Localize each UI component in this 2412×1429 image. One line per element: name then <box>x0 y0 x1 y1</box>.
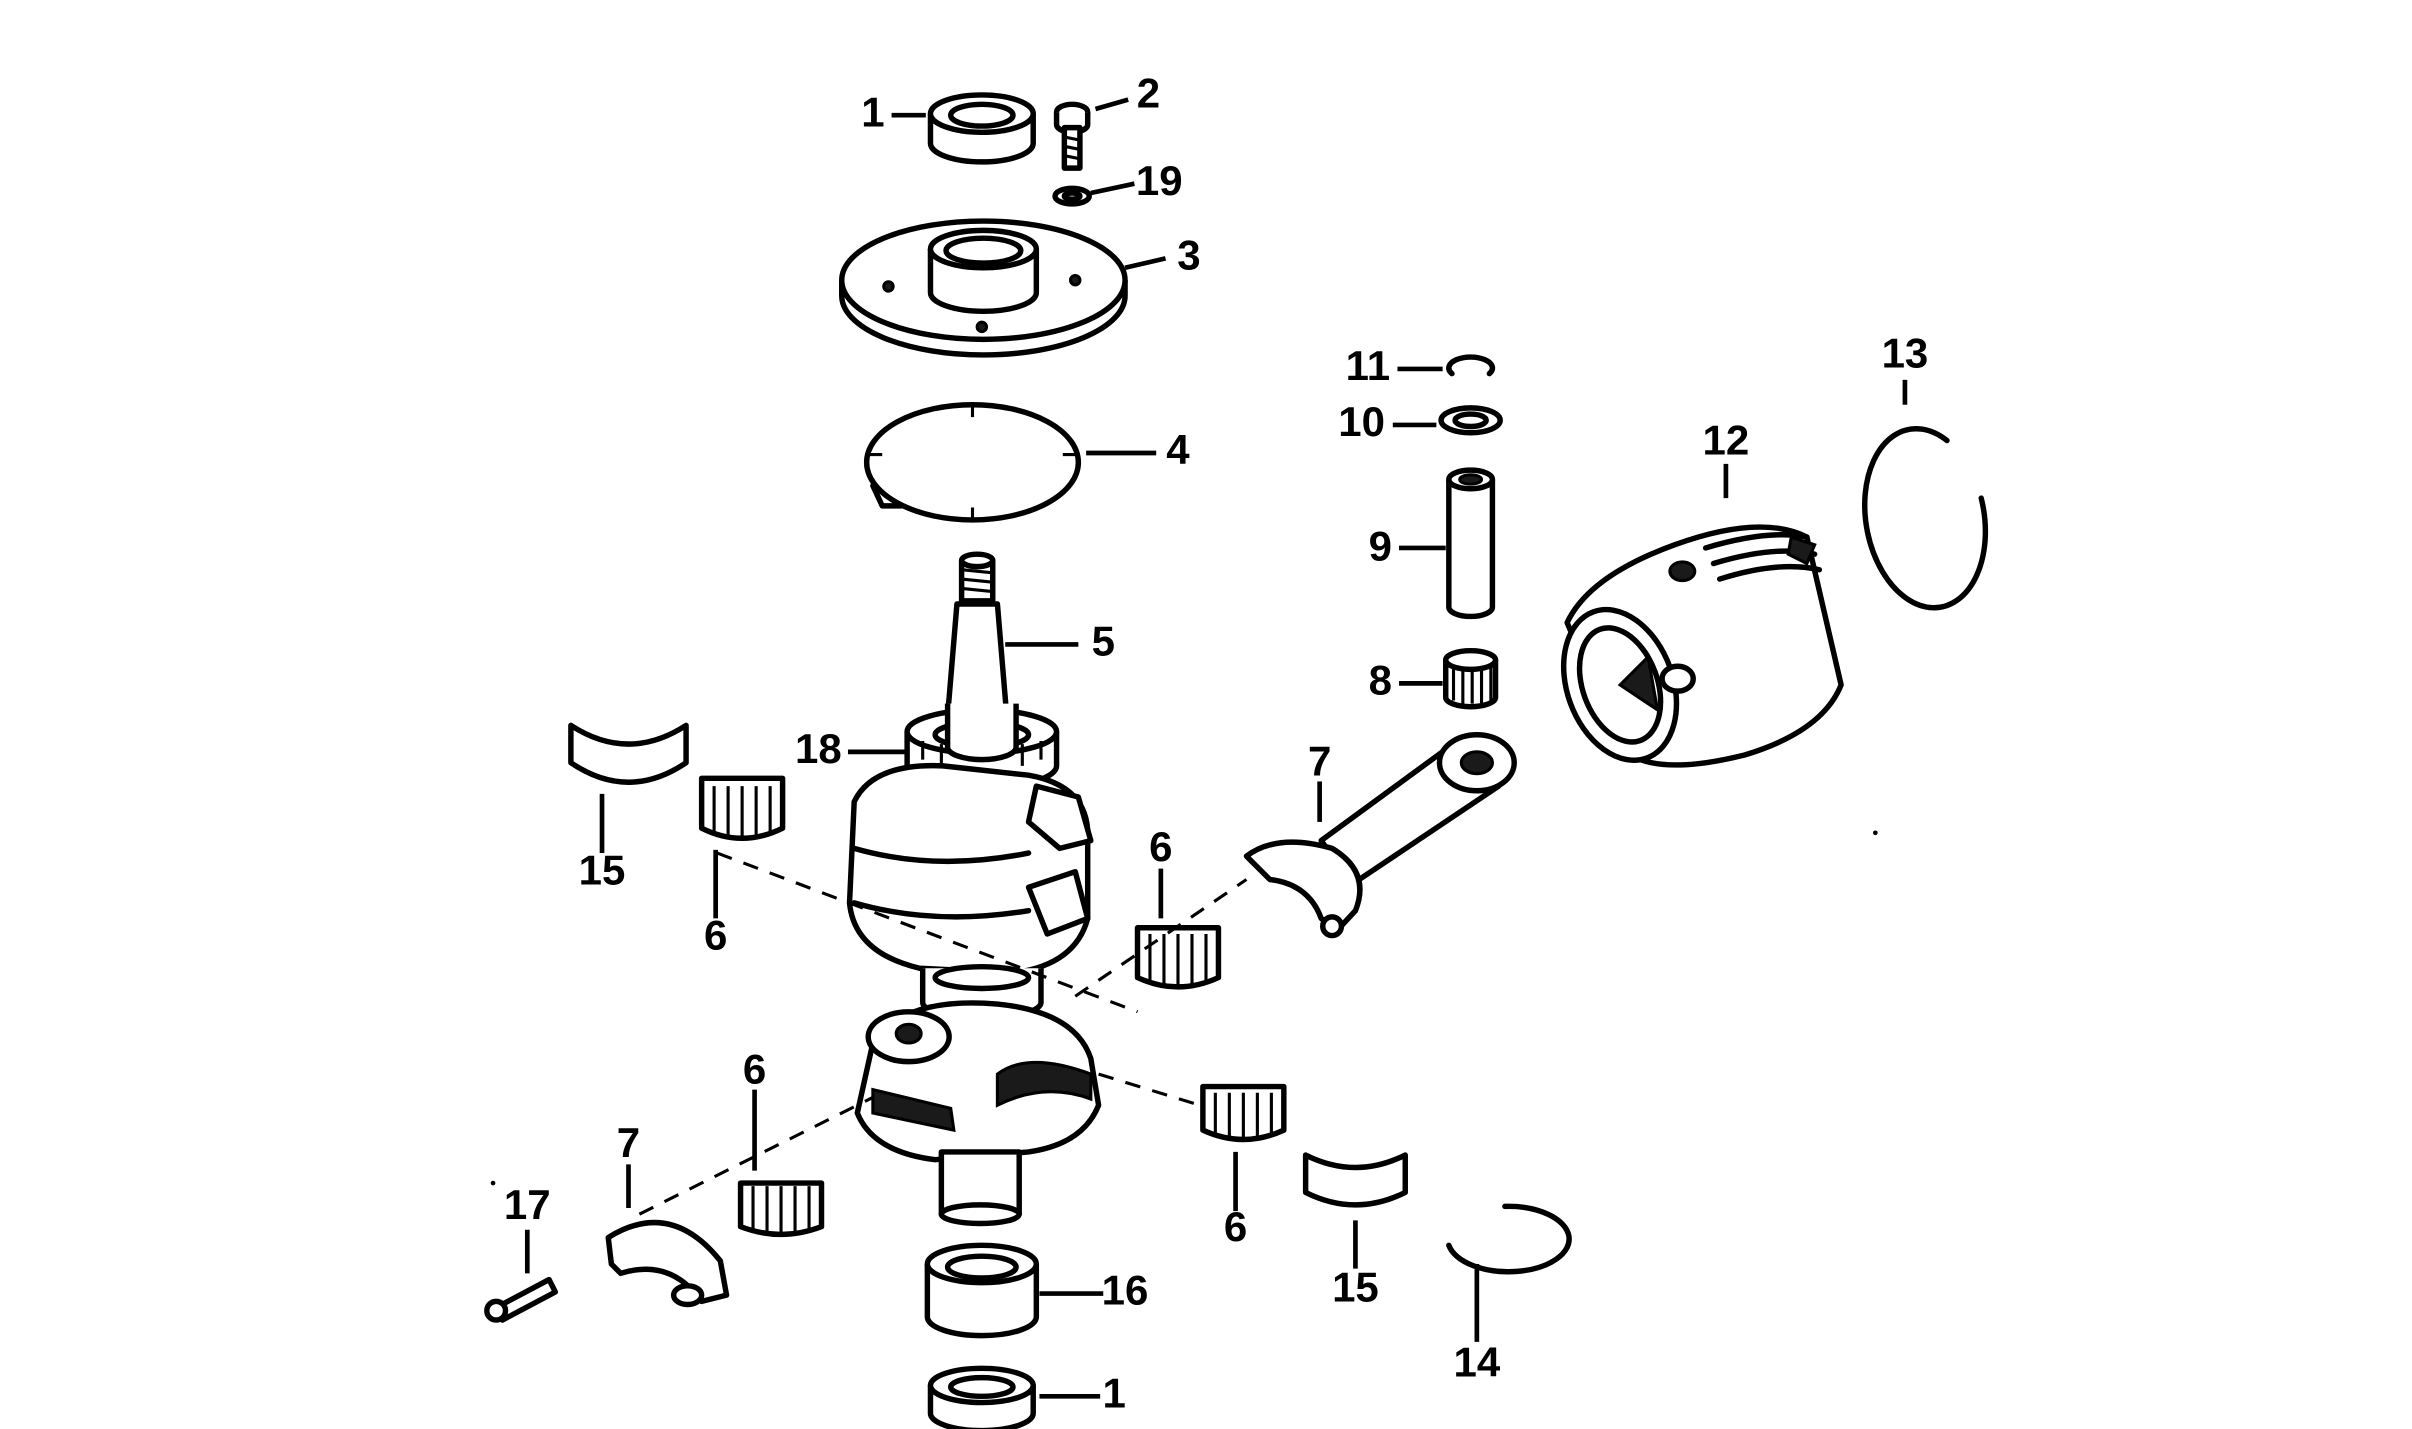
print-speck <box>1873 830 1878 836</box>
seal-top-part <box>927 92 1036 165</box>
alignment-line <box>638 1096 874 1216</box>
callout-label: 9 <box>1369 523 1392 570</box>
screw-part <box>484 1276 559 1323</box>
callout-label: 3 <box>1177 231 1200 278</box>
bearing-cage-part <box>1200 1083 1287 1143</box>
lock-washer-part <box>1052 185 1092 207</box>
callout-label: 15 <box>1332 1264 1379 1311</box>
print-speck <box>490 1180 496 1186</box>
piston-ring-part <box>1862 426 1989 611</box>
callout-label: 2 <box>1137 70 1160 117</box>
main-bearing-part <box>924 1242 1040 1339</box>
callout-label: 15 <box>579 846 626 893</box>
callout-label: 13 <box>1882 330 1929 377</box>
needle-bearing-part <box>1442 647 1499 710</box>
callout-label: 7 <box>617 1119 640 1166</box>
callout-label: 14 <box>1453 1338 1500 1385</box>
snap-ring-part <box>1446 1203 1572 1275</box>
rod-cap-part <box>605 1219 730 1308</box>
alignment-line <box>1098 1072 1201 1107</box>
callout-label: 19 <box>1136 157 1183 204</box>
callout-label: 1 <box>861 88 884 135</box>
callout-label: 11 <box>1346 342 1390 389</box>
callout-label: 6 <box>704 912 727 959</box>
callout-label: 12 <box>1703 417 1750 464</box>
thrust-washer-part <box>1438 405 1503 436</box>
callout-label: 8 <box>1369 656 1392 703</box>
leader-lines <box>524 97 1908 1399</box>
bearing-cage-part <box>698 775 786 841</box>
connecting-rod-part <box>1243 732 1517 939</box>
callout-label: 10 <box>1338 398 1385 445</box>
callout-label: 17 <box>504 1181 551 1228</box>
screw-part <box>1053 101 1091 171</box>
bearing-cage-part <box>737 1180 825 1238</box>
retaining-ring-part <box>1446 354 1496 377</box>
bearing-shell-part <box>1302 1152 1408 1208</box>
piston-pin-part <box>1446 467 1496 620</box>
callout-label: 6 <box>1149 823 1172 870</box>
crankshaft-part <box>846 551 1102 1227</box>
callout-label: 6 <box>743 1046 766 1093</box>
callout-label: 6 <box>1224 1203 1247 1250</box>
seal-bottom-part <box>927 1365 1036 1429</box>
callout-label: 5 <box>1092 618 1115 665</box>
callout-label: 1 <box>1102 1369 1125 1416</box>
bearing-shell-part <box>568 722 689 785</box>
piston-part <box>1560 524 1844 768</box>
callout-label: 16 <box>1102 1267 1149 1314</box>
callout-label: 4 <box>1166 426 1190 473</box>
alignment-line <box>716 851 1139 1014</box>
bearing-cage-part <box>1134 925 1222 990</box>
gasket-part <box>863 402 1082 523</box>
alignment-line <box>1074 878 1248 998</box>
bearing-housing-part <box>839 218 1128 358</box>
callout-label: 18 <box>795 725 842 772</box>
callout-label: 7 <box>1308 737 1331 784</box>
